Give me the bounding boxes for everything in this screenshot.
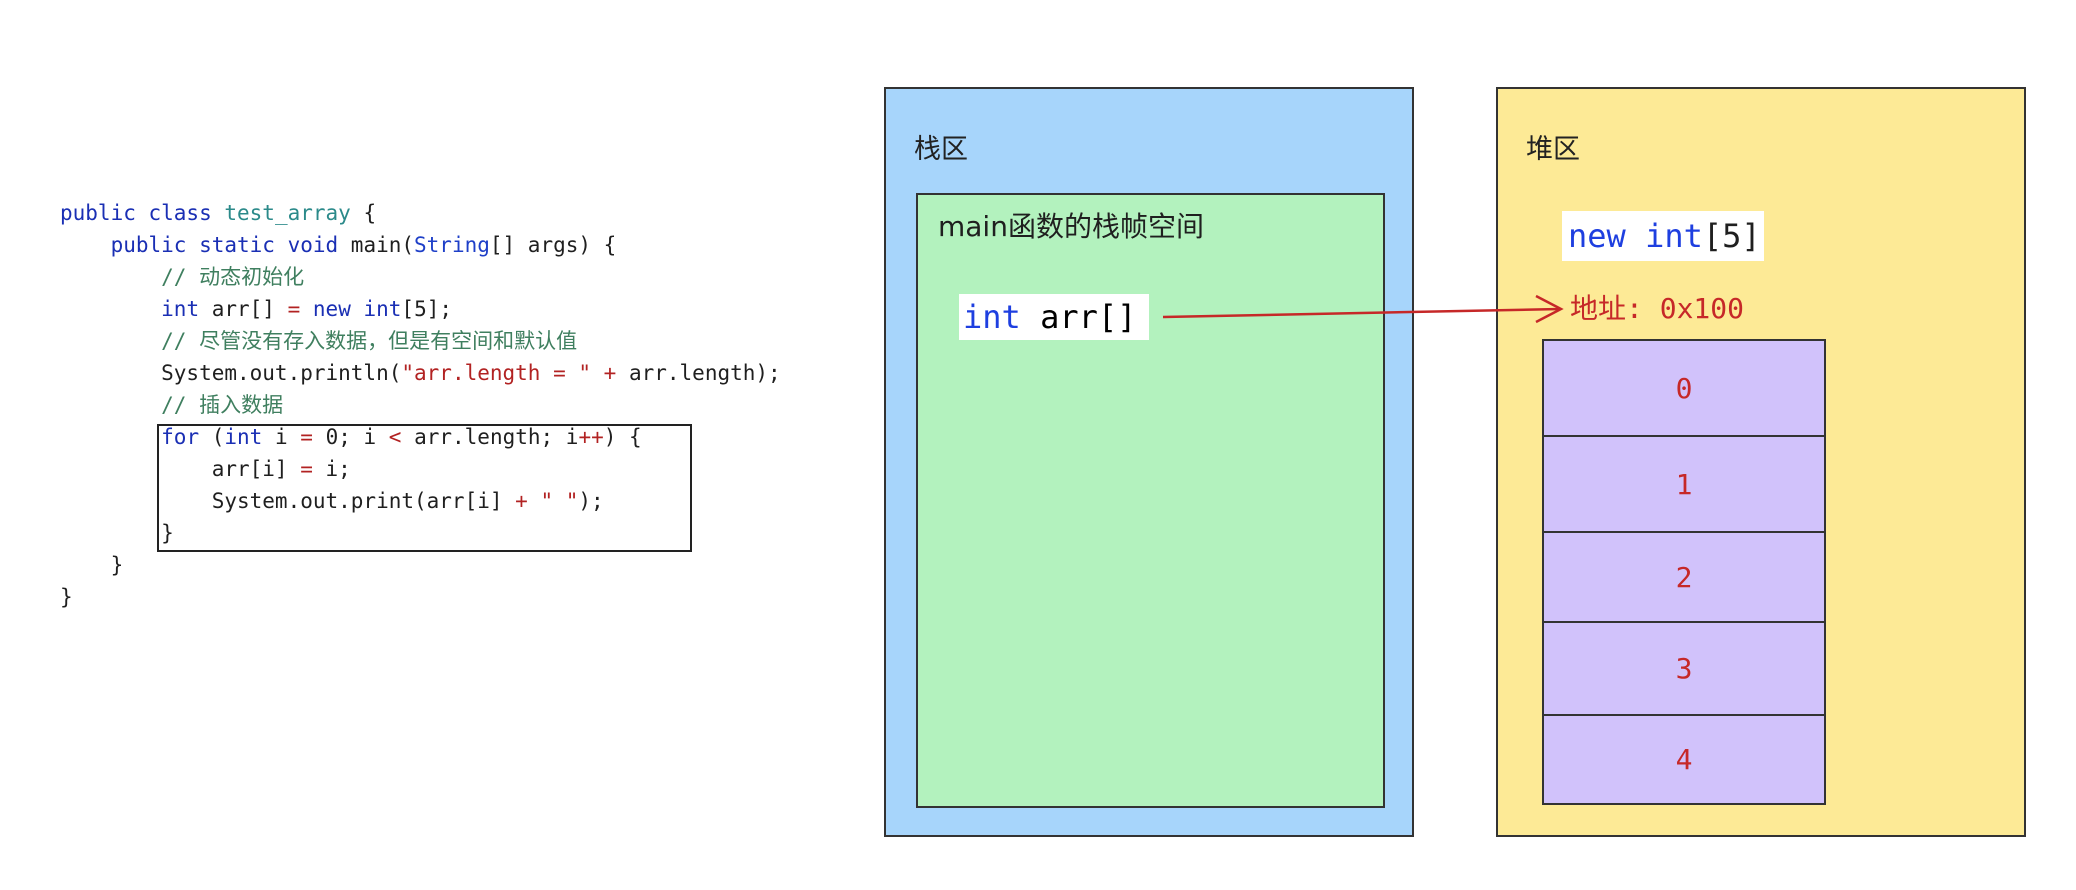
stack-frame-title: main函数的栈帧空间	[938, 210, 1204, 243]
code-line: System.out.print(arr[i] + " ");	[60, 485, 781, 517]
code-token: +	[515, 489, 528, 513]
code-token: ) {	[603, 425, 642, 449]
code-token: );	[578, 489, 604, 513]
code-line: }	[60, 581, 781, 613]
code-token: "arr.length = "	[401, 361, 592, 385]
var-name: arr[]	[1020, 298, 1137, 336]
stack-region: 栈区 main函数的栈帧空间 int arr[]	[884, 87, 1414, 837]
code-token: arr.length);	[628, 361, 781, 385]
array-cell: 0	[1544, 341, 1824, 437]
array-cell-value: 4	[1675, 743, 1693, 776]
code-token: arr.length; i	[401, 425, 579, 449]
new-array-expression: new int[5]	[1562, 211, 1764, 261]
code-line: System.out.println("arr.length = " + arr…	[60, 357, 781, 389]
code-token: (	[199, 425, 225, 449]
array-cell: 1	[1544, 437, 1824, 533]
code-token: =	[287, 297, 301, 321]
code-token: public static void	[60, 233, 351, 257]
arr-variable: int arr[]	[959, 294, 1149, 340]
code-token: 0; i	[312, 425, 389, 449]
code-token: =	[300, 425, 313, 449]
heap-region: 堆区 new int[5] 地址: 0x100 0 1 2 3 4	[1496, 87, 2026, 837]
array-address: 地址: 0x100	[1570, 292, 1745, 325]
code-token: =	[300, 457, 313, 481]
code-line: // 尽管没有存入数据，但是有空间和默认值	[60, 325, 781, 357]
array-cell-value: 2	[1675, 560, 1693, 594]
code-token: int	[161, 297, 200, 321]
code-line: // 插入数据	[60, 389, 781, 421]
code-line: arr[i] = i;	[60, 453, 781, 485]
code-token: [] args) {	[489, 233, 617, 257]
main-stack-frame: main函数的栈帧空间 int arr[]	[916, 193, 1385, 808]
code-line: }	[60, 549, 781, 581]
stack-region-title: 栈区	[914, 134, 968, 165]
code-token: +	[591, 361, 629, 385]
code-token: for	[161, 425, 200, 449]
code-token: // 尽管没有存入数据，但是有空间和默认值	[60, 329, 578, 353]
heap-region-title: 堆区	[1526, 134, 1580, 165]
code-token: }	[60, 553, 124, 577]
code-line: for (int i = 0; i < arr.length; i++) {	[60, 421, 781, 453]
code-token: new	[300, 297, 364, 321]
code-token: ++	[578, 425, 604, 449]
code-token: int	[363, 297, 402, 321]
code-token: // 动态初始化	[60, 265, 305, 289]
code-token: }	[60, 521, 174, 545]
code-token: }	[60, 585, 73, 609]
code-token: int	[224, 425, 263, 449]
code-line: }	[60, 517, 781, 549]
code-listing: public class test_array { public static …	[60, 197, 781, 613]
array-cell-value: 0	[1675, 371, 1693, 405]
code-token: test_array	[224, 201, 351, 225]
array-cell: 3	[1544, 623, 1824, 716]
code-token: <	[388, 425, 402, 449]
new-size: [5]	[1702, 217, 1761, 255]
code-token: i;	[312, 457, 351, 481]
array-cell: 2	[1544, 533, 1824, 623]
code-token: String	[414, 233, 490, 257]
array-cell: 4	[1544, 716, 1824, 803]
code-line: public class test_array {	[60, 197, 781, 229]
var-type: int	[963, 298, 1021, 336]
heap-array: 0 1 2 3 4	[1542, 339, 1826, 805]
code-line: public static void main(String[] args) {	[60, 229, 781, 261]
code-token: System.out.print(arr[i]	[60, 489, 516, 513]
code-token: main(	[350, 233, 415, 257]
arrow-line	[1162, 307, 1561, 319]
code-line: // 动态初始化	[60, 261, 781, 293]
new-keyword: new	[1568, 217, 1626, 255]
new-type: int	[1625, 217, 1703, 255]
code-token: arr[]	[199, 297, 288, 321]
code-token: i	[262, 425, 301, 449]
code-token: [5];	[401, 297, 452, 321]
arrow-head	[1535, 294, 1564, 324]
code-token: public class	[60, 201, 225, 225]
code-token: // 插入数据	[60, 393, 284, 417]
for-loop-highlight-box	[157, 424, 692, 552]
array-cell-value: 1	[1675, 467, 1693, 501]
code-line: int arr[] = new int[5];	[60, 293, 781, 325]
code-token: {	[350, 201, 377, 225]
array-cell-value: 3	[1675, 652, 1693, 685]
code-token: " "	[540, 489, 579, 513]
code-token: System.out.println(	[60, 361, 402, 385]
code-token: arr[i]	[60, 457, 301, 481]
